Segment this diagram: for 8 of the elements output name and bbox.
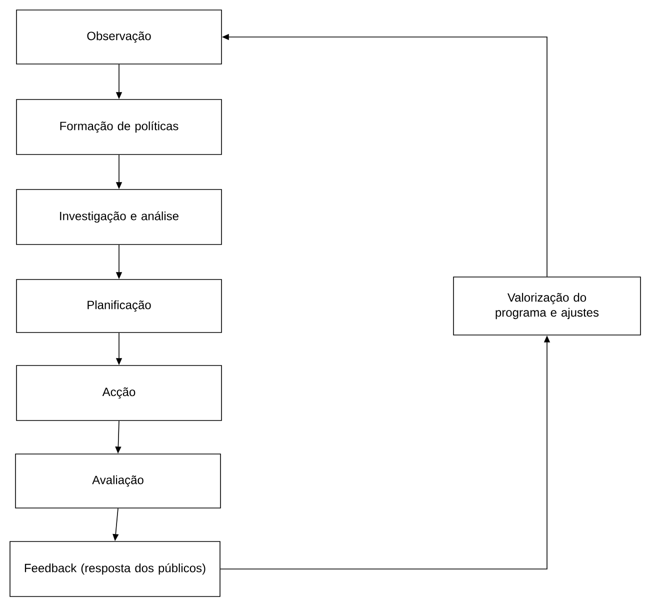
process-box: Planificação [16,279,222,333]
process-box: Formação de políticas [16,99,222,155]
process-box: Valorização do programa e ajustes [453,276,641,336]
process-box: Feedback (resposta dos públicos) [10,541,220,597]
process-box: Acção [16,365,222,421]
process-box: Avaliação [15,454,221,508]
process-box: Observação [16,10,222,64]
process-box: Investigação e análise [16,189,222,245]
